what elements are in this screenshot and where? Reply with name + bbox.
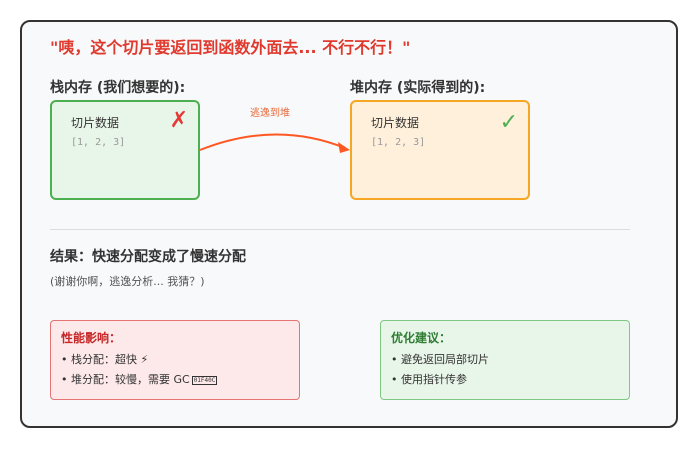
escape-arrow: [199, 133, 350, 153]
heap-box-title: 切片数据: [371, 116, 420, 130]
escape-arrow-path: [199, 133, 346, 151]
heap-slice-box: 切片数据 [1, 2, 3] ✓: [350, 100, 530, 200]
advice-title: 优化建议：: [391, 331, 452, 345]
heap-memory-label: 堆内存 (实际得到的):: [350, 80, 486, 96]
advice-item: • 避免返回局部切片: [391, 353, 489, 366]
performance-item-text: • 堆分配：较慢，需要 GC: [61, 373, 190, 386]
performance-item: • 栈分配：超快 ⚡: [61, 353, 149, 366]
heap-box-code: [1, 2, 3]: [371, 137, 426, 148]
result-note: (谢谢你啊，逃逸分析... 我猜？): [50, 275, 205, 288]
stack-box-code: [1, 2, 3]: [71, 137, 126, 148]
stack-memory-label: 栈内存 (我们想要的):: [50, 80, 186, 96]
advice-item: • 使用指针传参: [391, 373, 467, 386]
missing-glyph-icon: 01F40C: [191, 375, 218, 385]
divider: [50, 229, 630, 230]
performance-title: 性能影响：: [61, 331, 122, 345]
cross-mark-icon: ✗: [169, 108, 188, 133]
check-mark-icon: ✓: [499, 110, 518, 135]
stack-box-title: 切片数据: [71, 116, 120, 130]
arrow-head-icon: [338, 142, 350, 153]
diagram-title: "咦，这个切片要返回到函数外面去... 不行不行！": [50, 38, 411, 57]
stack-slice-box: 切片数据 [1, 2, 3] ✗: [50, 100, 200, 200]
escape-arrow-label: 逃逸到堆: [250, 108, 290, 119]
optimization-advice-panel: 优化建议： • 避免返回局部切片 • 使用指针传参: [380, 320, 630, 400]
result-title: 结果：快速分配变成了慢速分配: [50, 249, 246, 265]
